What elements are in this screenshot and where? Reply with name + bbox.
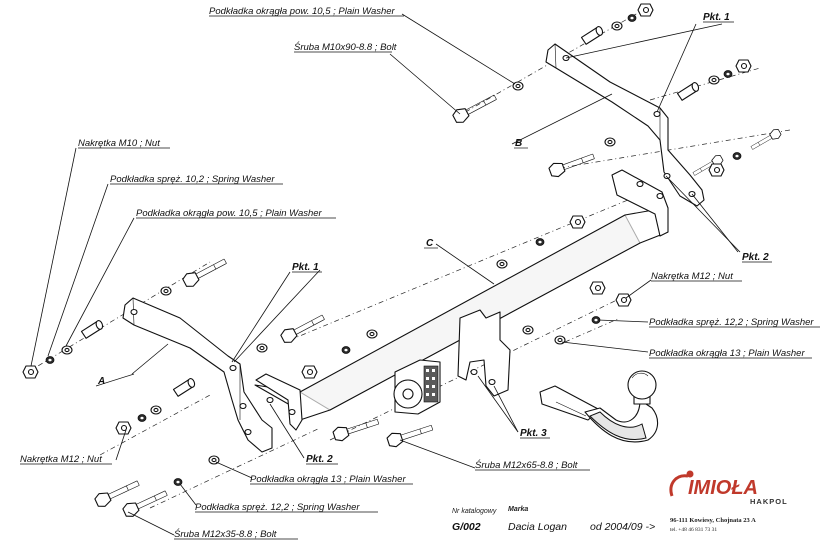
company-name: IMIOŁA — [688, 477, 758, 499]
label-pkt1-left: Pkt. 1 — [292, 262, 319, 273]
bracket-a — [122, 297, 273, 453]
label-part-b: B — [515, 138, 522, 149]
label-nut-m10: Nakrętka M10 ; Nut — [78, 138, 160, 149]
label-spring-12-2-bottom: Podkładka spręż. 12,2 ; Spring Washer — [195, 502, 360, 513]
catalog-number: G/002 — [452, 521, 481, 533]
label-spring-12-2-right: Podkładka spręż. 12,2 ; Spring Washer — [649, 317, 814, 328]
company-subname: HAKPOL — [750, 497, 788, 506]
label-bolt-m10: Śruba M10x90-8.8 ; Bolt — [294, 41, 397, 53]
label-pkt2-right: Pkt. 2 — [742, 252, 769, 263]
label-part-c: C — [426, 238, 434, 249]
labels: Podkładka okrągła pow. 10,5 ; Plain Wash… — [20, 6, 820, 540]
leader-lines — [30, 13, 741, 536]
bolt-m12-right-3 — [748, 127, 783, 153]
washer-left — [160, 286, 172, 296]
nut-left — [22, 365, 39, 379]
vehicle-date: od 2004/09 -> — [590, 521, 655, 533]
catalog-label: Nr katalogowy — [452, 508, 497, 515]
nut-left-2 — [115, 421, 132, 435]
label-spring-10-2: Podkładka spręż. 10,2 ; Spring Washer — [110, 174, 275, 185]
bolt-m12x65-1 — [331, 414, 381, 444]
label-part-a: A — [97, 376, 105, 387]
company-logo: IMIOŁA HAKPOL — [669, 470, 788, 506]
washer-top-3 — [708, 75, 720, 85]
hook-logo-icon — [669, 474, 689, 497]
company-phone: tel. +48 46 831 73 31 — [670, 527, 717, 533]
spacer-left-1 — [79, 319, 106, 340]
nut-top-2 — [735, 59, 752, 73]
label-nut-m12-left: Nakrętka M12 ; Nut — [20, 454, 102, 465]
socket-plate — [393, 359, 441, 415]
washer-top — [512, 81, 524, 91]
spacer-top-1 — [579, 25, 606, 46]
washer-right-1 — [604, 137, 616, 147]
label-washer-13-bottom: Podkładka okrągła 13 ; Plain Washer — [250, 474, 406, 485]
brand-label: Marka — [508, 506, 528, 513]
nut-top — [637, 3, 654, 17]
bolt-m10-left — [180, 254, 230, 290]
bolt-left-2 — [278, 310, 328, 346]
bolt-m12-right-1 — [547, 149, 597, 180]
washer-left-4 — [150, 405, 162, 415]
spring-top — [627, 14, 637, 22]
label-nut-m12-right: Nakrętka M12 ; Nut — [651, 271, 733, 282]
washer-left-2 — [61, 345, 73, 355]
bolt-m10-top — [450, 90, 500, 126]
label-washer-10-5-left: Podkładka okrągła pow. 10,5 ; Plain Wash… — [136, 208, 323, 219]
label-washer-13-right: Podkładka okrągła 13 ; Plain Washer — [649, 348, 805, 359]
label-washer-10-5-top: Podkładka okrągła pow. 10,5 ; Plain Wash… — [209, 6, 396, 17]
label-bolt-m12x35: Śruba M12x35-8.8 ; Bolt — [174, 528, 277, 540]
label-pkt3: Pkt. 3 — [520, 428, 547, 439]
vehicle-model: Dacia Logan — [508, 521, 567, 533]
company-address: 96-111 Kowiesy, Chojnata 23 A — [670, 517, 756, 524]
bracket-b — [545, 43, 705, 207]
label-pkt1-top: Pkt. 1 — [703, 12, 730, 23]
spacer-top-2 — [675, 81, 702, 102]
bolt-m12x65-2 — [385, 420, 435, 450]
label-bolt-m12x65: Śruba M12x65-8.8 ; Bolt — [475, 459, 578, 471]
tow-ball — [539, 370, 659, 443]
spring-right-a — [732, 152, 742, 160]
spring-left-2 — [137, 414, 147, 422]
spacer-left-2 — [171, 377, 198, 398]
title-block: Nr katalogowy G/002 Marka Dacia Logan od… — [452, 470, 788, 533]
nut-right-a — [708, 163, 725, 177]
spring-top-2 — [723, 70, 733, 78]
spring-left — [45, 356, 55, 364]
tow-plate — [457, 309, 511, 397]
bolt-m12x35-2 — [121, 486, 170, 520]
label-pkt2-left: Pkt. 2 — [306, 454, 333, 465]
washer-left-3 — [256, 343, 268, 353]
washer-top-2 — [611, 21, 623, 31]
main-beam-c — [254, 169, 669, 431]
